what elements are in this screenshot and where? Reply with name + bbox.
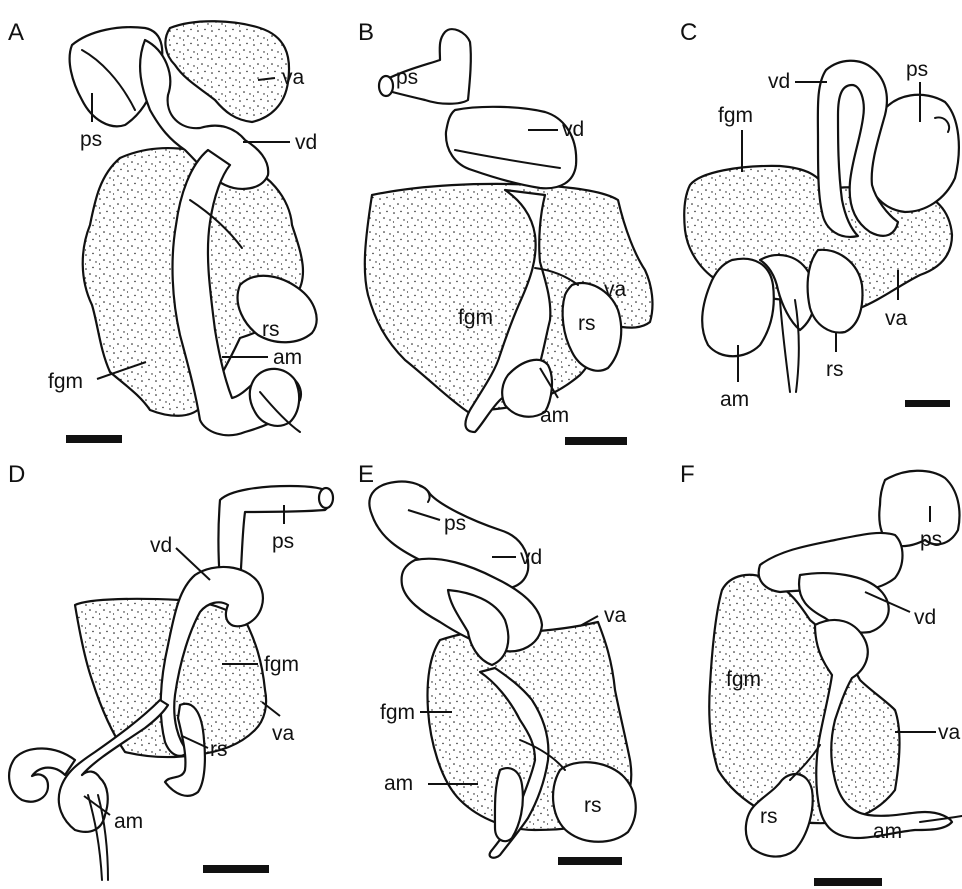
label-am-a: am bbox=[273, 346, 302, 369]
leader-vd-d bbox=[176, 548, 210, 580]
scale-bar-d bbox=[203, 865, 269, 873]
panel-letter-e: E bbox=[358, 461, 374, 488]
panel-c: C vd ps fgm va am rs bbox=[680, 19, 959, 411]
label-fgm-c: fgm bbox=[718, 104, 753, 127]
label-am-f: am bbox=[873, 820, 902, 843]
label-rs-b: rs bbox=[578, 312, 596, 335]
label-va-a: va bbox=[282, 66, 305, 89]
label-fgm-b: fgm bbox=[458, 306, 493, 329]
panel-f: F ps vd fgm va rs am bbox=[680, 461, 962, 886]
label-rs-f: rs bbox=[760, 805, 778, 828]
panel-letter-c: C bbox=[680, 19, 697, 46]
label-ps-f: ps bbox=[920, 528, 942, 551]
penial-sheath-tip-d bbox=[319, 488, 333, 508]
vagina-a bbox=[165, 21, 289, 122]
label-ps-d: ps bbox=[272, 530, 294, 553]
panel-letter-d: D bbox=[8, 461, 25, 488]
label-am-b: am bbox=[540, 404, 569, 427]
label-am-d: am bbox=[114, 810, 143, 833]
label-va-c: va bbox=[885, 307, 908, 330]
label-fgm-a: fgm bbox=[48, 370, 83, 393]
label-ps-c: ps bbox=[906, 58, 928, 81]
label-rs-d: rs bbox=[210, 738, 228, 761]
label-fgm-d: fgm bbox=[264, 653, 299, 676]
label-am-e: am bbox=[384, 772, 413, 795]
vas-deferens-b bbox=[446, 107, 576, 189]
label-am-c: am bbox=[720, 388, 749, 411]
label-ps-e: ps bbox=[444, 512, 466, 535]
label-rs-e: rs bbox=[584, 794, 602, 817]
panel-b: B vd ps va fgm rs am bbox=[358, 19, 652, 445]
panel-d: D vd ps fgm va rs am bbox=[8, 461, 333, 880]
label-vd-a: vd bbox=[295, 131, 317, 154]
label-ps-b: ps bbox=[396, 66, 418, 89]
scale-bar-f bbox=[814, 878, 882, 886]
scale-bar-c bbox=[905, 400, 950, 407]
label-vd-e: vd bbox=[520, 546, 542, 569]
label-rs-a: rs bbox=[262, 318, 280, 341]
panel-letter-a: A bbox=[8, 19, 24, 46]
label-fgm-f: fgm bbox=[726, 668, 761, 691]
panel-letter-f: F bbox=[680, 461, 695, 488]
label-vd-c: vd bbox=[768, 70, 790, 93]
panel-a: A va ps vd rs am fgm bbox=[8, 19, 317, 443]
label-vd-b: vd bbox=[562, 118, 584, 141]
label-va-d: va bbox=[272, 722, 295, 745]
scale-bar-b bbox=[565, 437, 627, 445]
panel-e: E ps vd va fgm rs am bbox=[358, 461, 636, 865]
label-ps-a: ps bbox=[80, 128, 102, 151]
label-fgm-e: fgm bbox=[380, 701, 415, 724]
label-vd-d: vd bbox=[150, 534, 172, 557]
scale-bar-e bbox=[558, 857, 622, 865]
label-vd-f: vd bbox=[914, 606, 936, 629]
label-va-f: va bbox=[938, 721, 961, 744]
scale-bar-a bbox=[66, 435, 122, 443]
label-va-e: va bbox=[604, 604, 627, 627]
label-rs-c: rs bbox=[826, 358, 844, 381]
penial-sheath-tip-b bbox=[379, 76, 393, 96]
panel-letter-b: B bbox=[358, 19, 374, 46]
label-va-b: va bbox=[604, 278, 627, 301]
